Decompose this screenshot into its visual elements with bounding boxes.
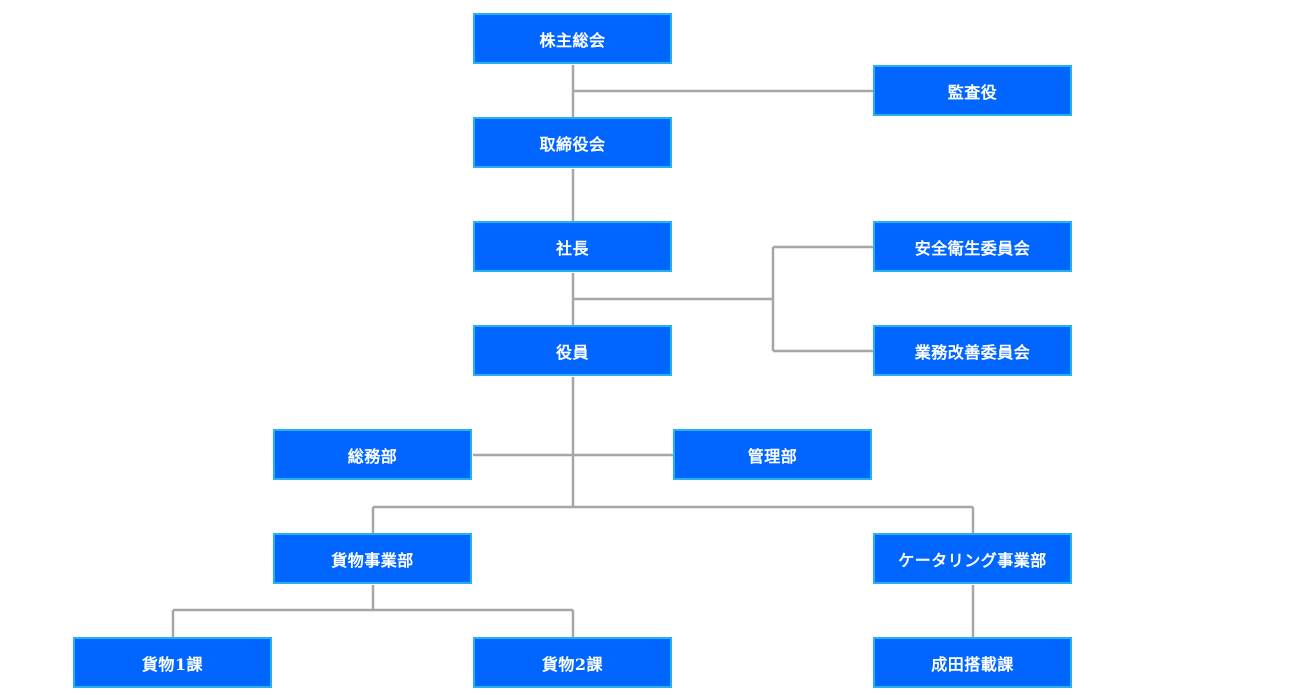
node-shareholders-meeting: 株主総会 [473, 13, 672, 64]
node-auditor: 監査役 [873, 65, 1072, 116]
node-catering-division: ケータリング事業部 [873, 533, 1072, 584]
node-safety-health-committee: 安全衛生委員会 [873, 221, 1072, 272]
node-narita-loading-section: 成田搭載課 [873, 637, 1072, 688]
node-cargo-division: 貨物事業部 [273, 533, 472, 584]
node-business-improvement-committee: 業務改善委員会 [873, 325, 1072, 376]
node-management: 管理部 [673, 429, 872, 480]
node-cargo-section-1: 貨物1課 [73, 637, 272, 688]
node-general-affairs: 総務部 [273, 429, 472, 480]
node-officers: 役員 [473, 325, 672, 376]
node-board-of-directors: 取締役会 [473, 117, 672, 168]
node-cargo-section-2: 貨物2課 [473, 637, 672, 688]
node-president: 社長 [473, 221, 672, 272]
